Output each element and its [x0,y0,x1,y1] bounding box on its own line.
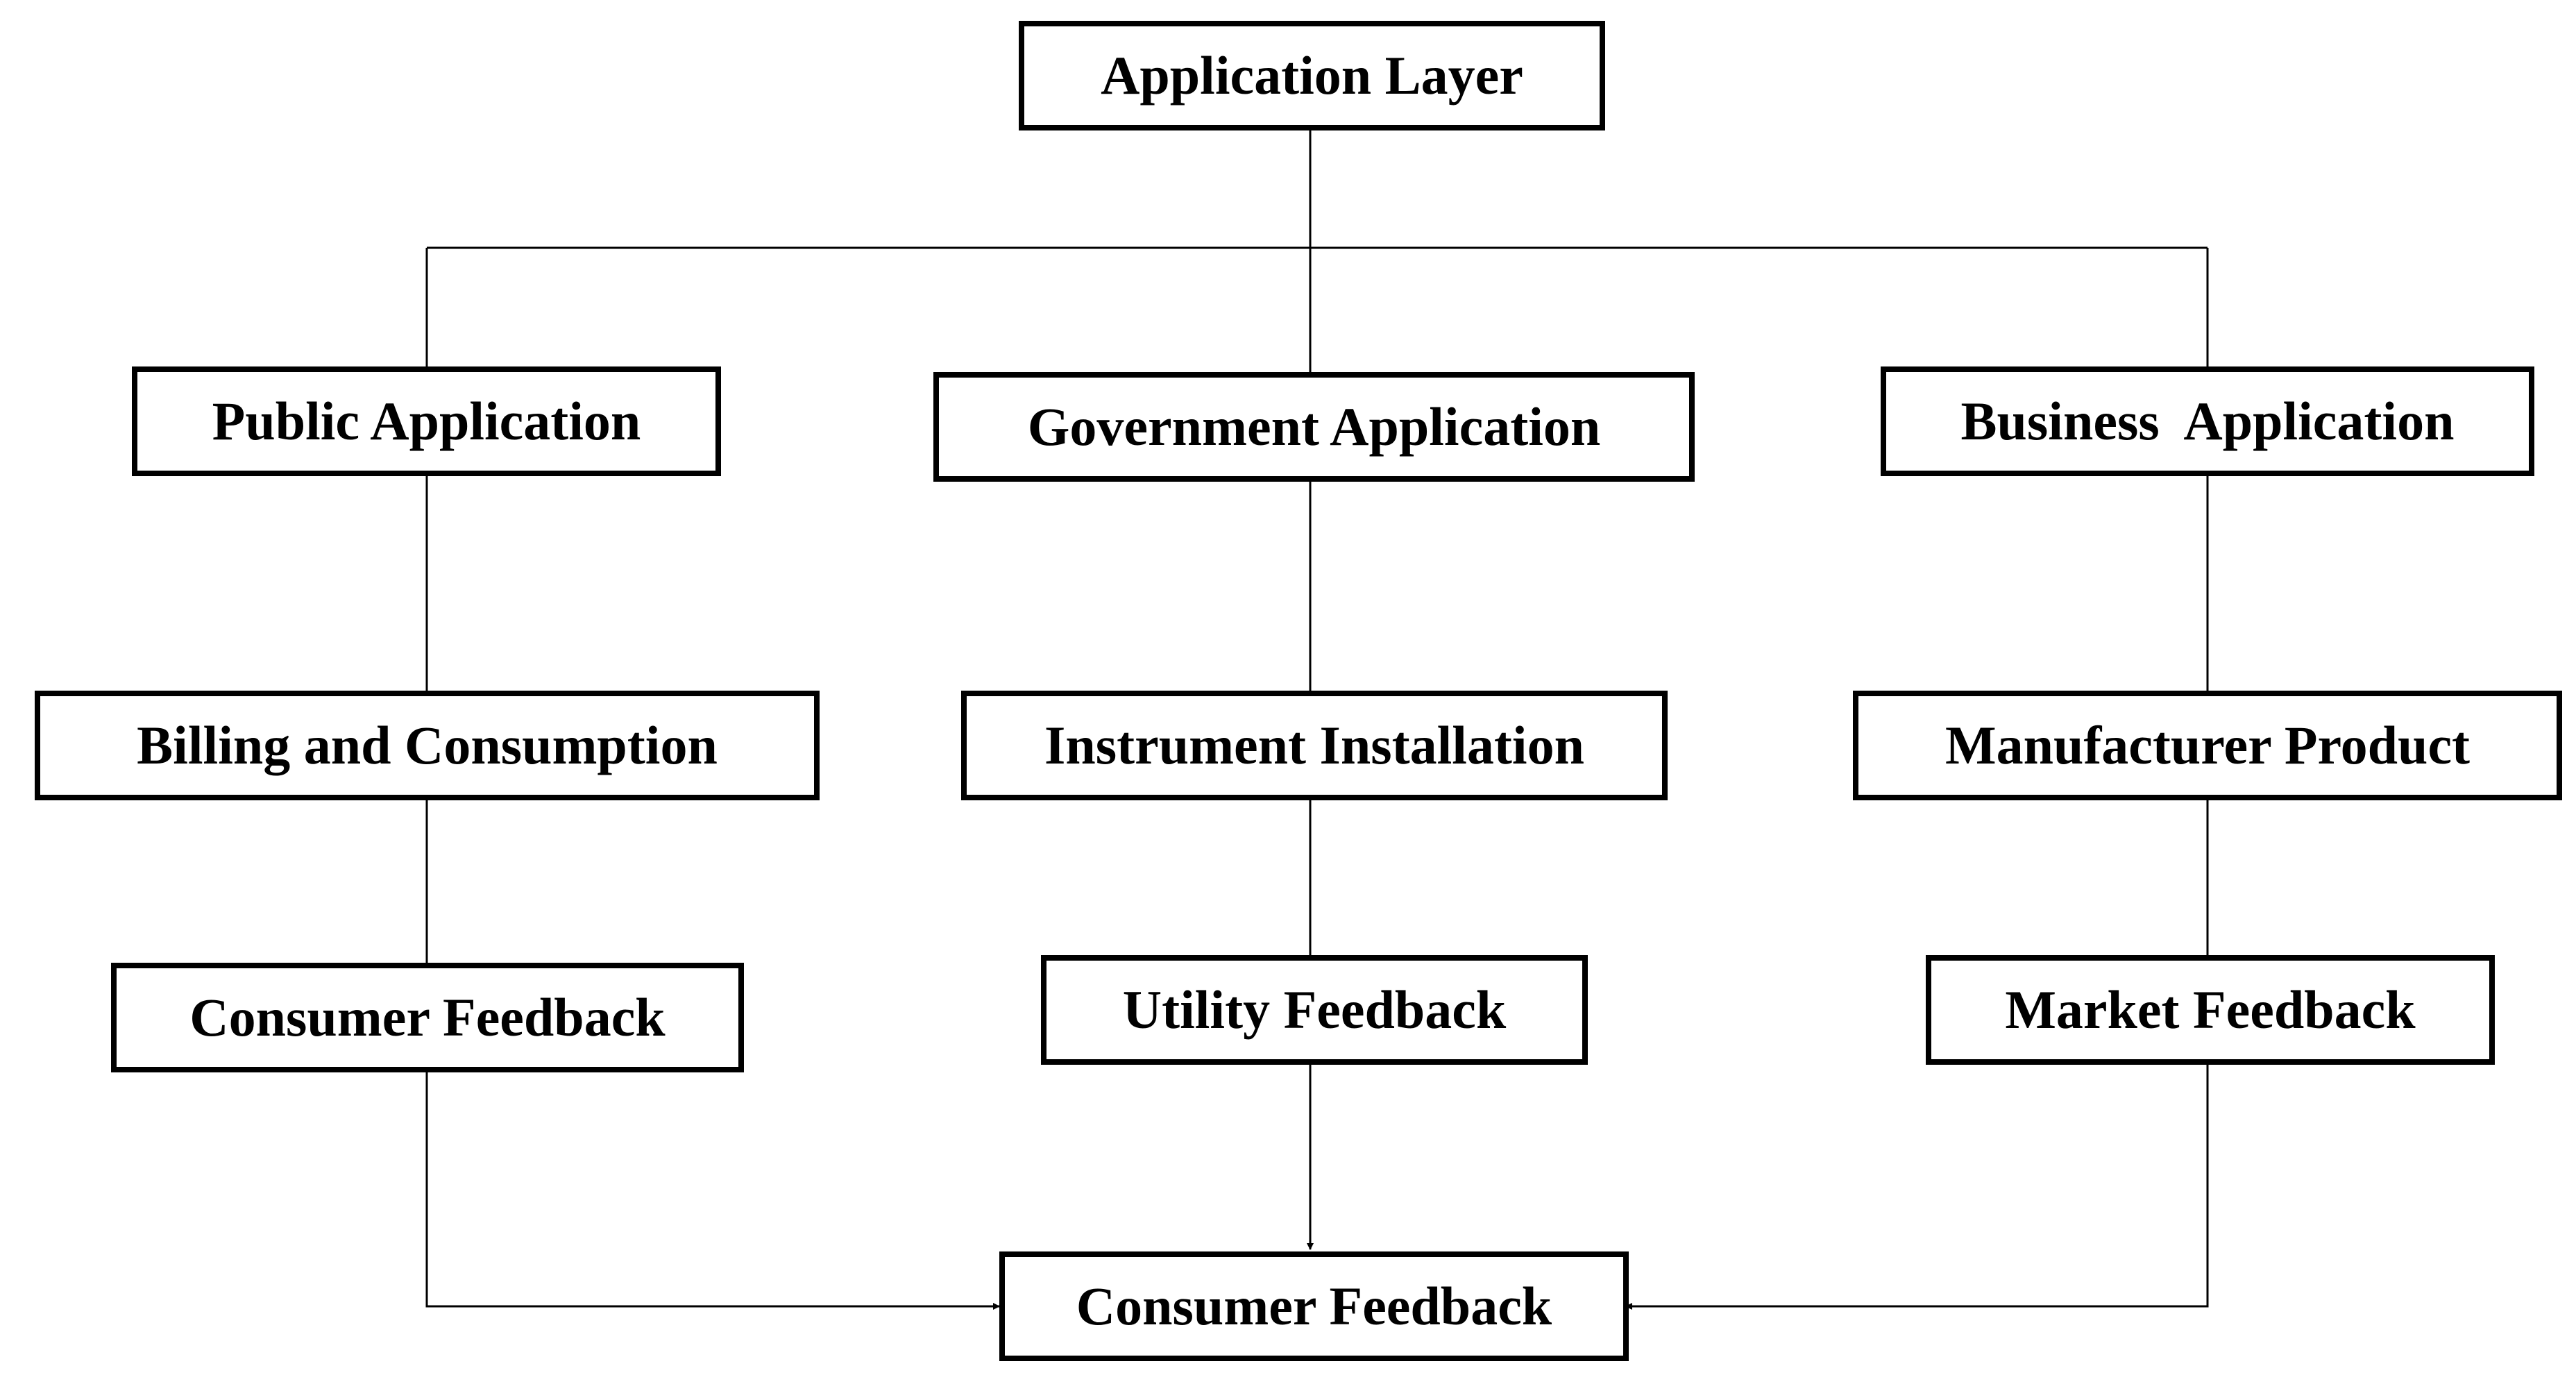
business-application-node: Business Application [1881,366,2534,476]
consumer-feedback-left-node: Consumer Feedback [111,963,744,1072]
utility-feedback-node: Utility Feedback [1041,955,1588,1065]
manufacturer-product-node: Manufacturer Product [1853,691,2562,800]
billing-and-consumption-node: Billing and Consumption [35,691,820,800]
application-layer-node: Application Layer [1019,21,1605,130]
public-application-node: Public Application [132,366,721,476]
consumer-to-consumer-arrow [425,1069,1000,1310]
government-application-node: Government Application [933,372,1695,482]
market-to-consumer-arrow [1625,1062,2209,1310]
consumer-feedback-bottom-node: Consumer Feedback [999,1251,1629,1361]
market-feedback-node: Market Feedback [1926,955,2495,1065]
instrument-installation-node: Instrument Installation [961,691,1668,800]
